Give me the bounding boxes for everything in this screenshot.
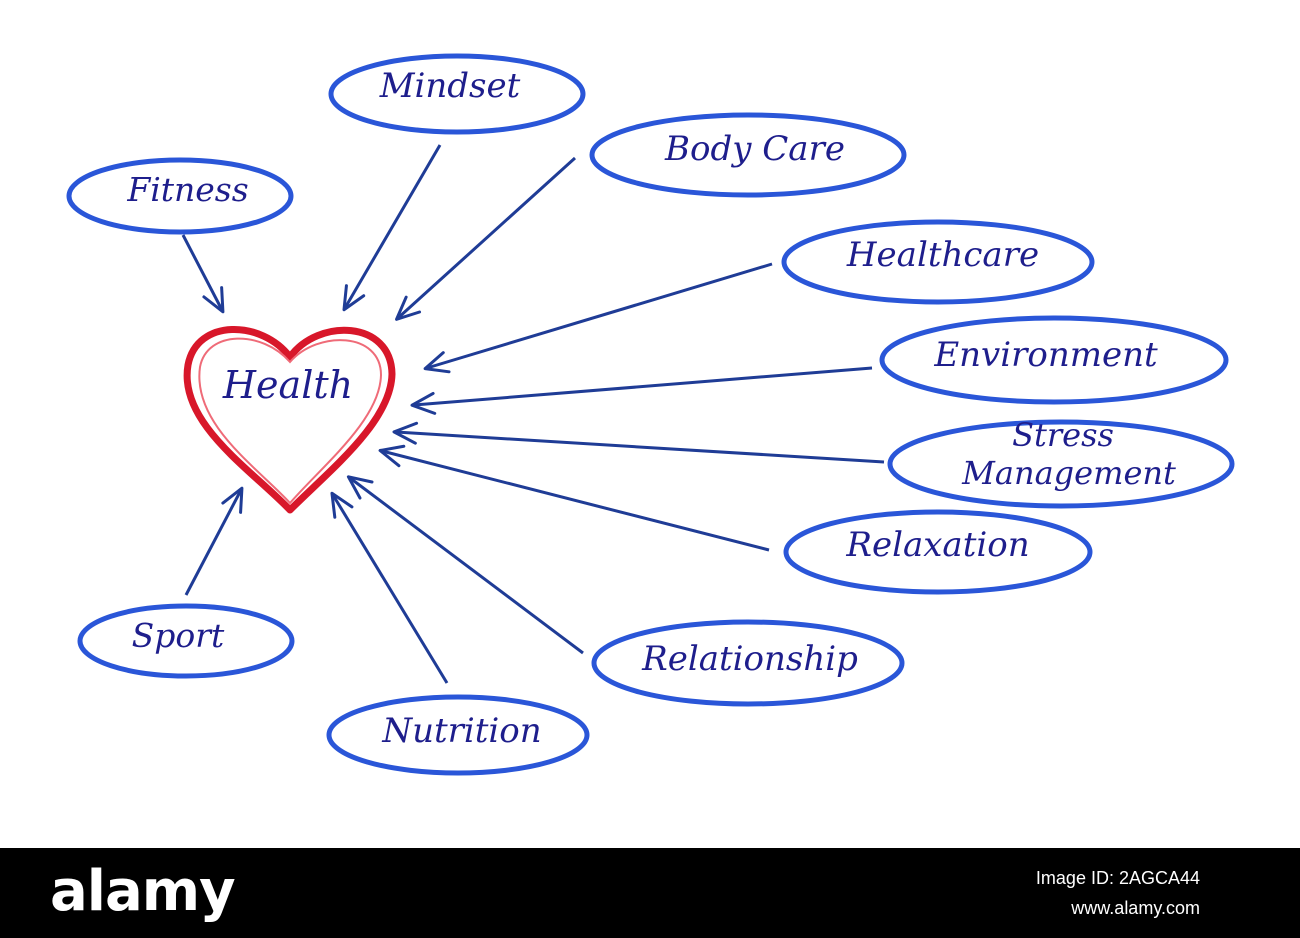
- arrows: [181, 144, 885, 684]
- node-environment: Environment: [879, 315, 1229, 405]
- health-diagram: Health Mindset Body Care Fitness Healthc…: [66, 53, 1235, 776]
- node-label-environment: Environment: [933, 335, 1158, 375]
- node-label-relationship: Relationship: [641, 639, 858, 679]
- arrow-healthcare: [423, 262, 773, 374]
- arrow-body-care: [395, 156, 577, 321]
- arrow-sport: [184, 486, 244, 596]
- site-url: www.alamy.com: [1071, 898, 1200, 918]
- node-label-mindset: Mindset: [379, 66, 521, 106]
- node-label-sport: Sport: [132, 616, 225, 655]
- node-healthcare: Healthcare: [781, 219, 1095, 305]
- heart-icon: [183, 326, 396, 514]
- node-sport: Sport: [77, 603, 295, 679]
- brand-logo: alamy: [50, 859, 236, 924]
- node-relationship: Relationship: [591, 619, 905, 707]
- node-label-relaxation: Relaxation: [845, 525, 1029, 565]
- arrow-nutrition: [330, 491, 449, 684]
- node-relaxation: Relaxation: [783, 509, 1093, 595]
- watermark-footer: alamy Image ID: 2AGCA44 www.alamy.com: [0, 848, 1300, 938]
- node-label-body-care: Body Care: [664, 129, 845, 169]
- node-label-healthcare: Healthcare: [846, 235, 1039, 275]
- node-nutrition: Nutrition: [326, 694, 590, 776]
- arrow-relaxation: [378, 444, 770, 552]
- arrow-relationship: [346, 475, 584, 655]
- arrow-stress-management: [392, 421, 885, 464]
- arrow-fitness: [181, 234, 225, 314]
- image-id-label: Image ID: 2AGCA44: [1035, 868, 1200, 888]
- arrow-mindset: [342, 144, 442, 312]
- arrow-environment: [410, 366, 873, 415]
- node-stress-management: Stress Management: [887, 416, 1235, 509]
- node-mindset: Mindset: [328, 53, 586, 135]
- node-body-care: Body Care: [589, 112, 907, 198]
- node-label-management: Management: [961, 454, 1176, 492]
- center-label: Health: [222, 363, 353, 407]
- node-label-nutrition: Nutrition: [381, 711, 541, 751]
- node-fitness: Fitness: [66, 157, 294, 235]
- node-label-fitness: Fitness: [126, 170, 248, 209]
- node-label-stress: Stress: [1012, 416, 1114, 454]
